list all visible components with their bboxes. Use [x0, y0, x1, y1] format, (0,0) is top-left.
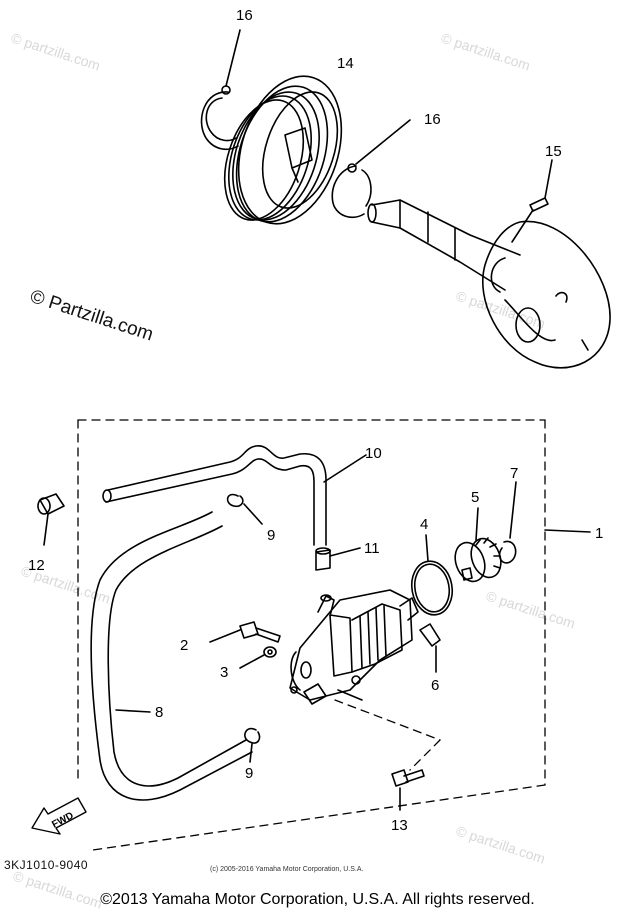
assembly-outline-part-1 — [77, 419, 546, 851]
callout-10: 10 — [365, 445, 382, 462]
callout-5: 5 — [471, 489, 479, 506]
drive-shaft — [367, 199, 611, 369]
pulley-part-14 — [223, 75, 343, 225]
callout-4: 4 — [420, 516, 428, 533]
callout-7: 7 — [510, 465, 518, 482]
circlip-part-7 — [498, 481, 517, 564]
hose-part-10 — [102, 445, 367, 546]
callout-16: 16 — [236, 7, 253, 24]
o-ring-part-4 — [410, 534, 454, 616]
circlip-part-16-left — [200, 29, 241, 151]
bolt-part-13 — [391, 769, 425, 811]
bolt-part-2 — [209, 621, 281, 643]
callout-9: 9 — [245, 765, 253, 782]
faint-watermark: © partzilla.com — [484, 588, 577, 632]
callout-2: 2 — [180, 637, 188, 654]
pump-body — [289, 589, 419, 705]
hose-part-8 — [90, 511, 253, 801]
washer-part-3 — [239, 646, 277, 669]
faint-watermark: © partzilla.com — [439, 30, 532, 74]
pin-part-15 — [511, 159, 553, 243]
sleeve-part-11 — [315, 547, 361, 571]
callout-15: 15 — [545, 143, 562, 160]
diagram-code: 3KJ1010-9040 — [4, 858, 89, 872]
footer-copyright: ©2013 Yamaha Motor Corporation, U.S.A. A… — [100, 891, 535, 908]
faint-watermark: © partzilla.com — [9, 30, 102, 74]
callout-14: 14 — [337, 55, 354, 72]
callout-9: 9 — [267, 527, 275, 544]
callout-11: 11 — [364, 540, 380, 557]
callout-3: 3 — [220, 664, 228, 681]
fwd-label: FWD — [50, 810, 75, 830]
callout-13: 13 — [391, 817, 408, 834]
leader-1 — [544, 529, 591, 533]
callout-6: 6 — [431, 677, 439, 694]
circlip-part-16-right — [331, 119, 411, 219]
gear-part-5 — [454, 507, 502, 583]
callout-1: 1 — [595, 525, 603, 542]
faint-watermarks: © partzilla.com © partzilla.com © partzi… — [9, 30, 577, 912]
clip-part-9-lower — [244, 727, 261, 763]
clip-part-9-upper — [226, 493, 263, 525]
callout-12: 12 — [28, 557, 45, 574]
callout-numbers: 16 14 16 15 10 7 5 4 1 9 11 12 2 3 6 8 9… — [28, 7, 603, 834]
callout-8: 8 — [155, 704, 163, 721]
cap-part-12 — [37, 493, 65, 546]
faint-watermark: © partzilla.com — [454, 823, 547, 867]
pin-part-6 — [419, 623, 441, 673]
callout-16: 16 — [424, 111, 441, 128]
small-copyright: (c) 2005-2016 Yamaha Motor Corporation, … — [210, 866, 364, 873]
fwd-arrow-icon — [31, 797, 87, 835]
